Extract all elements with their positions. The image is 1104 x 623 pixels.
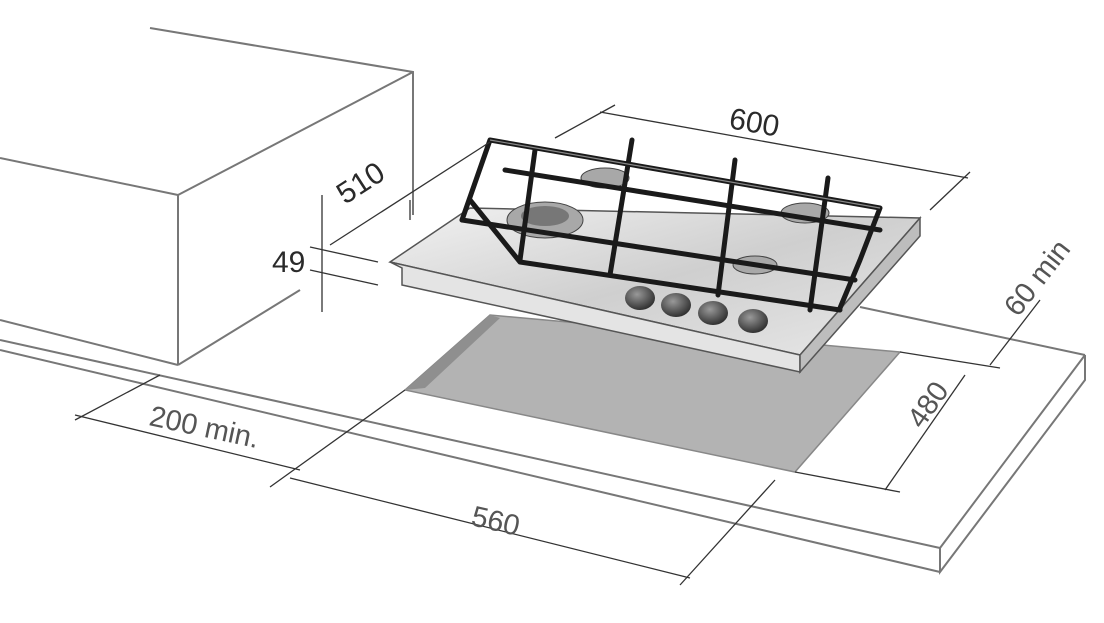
gas-hob — [388, 137, 922, 374]
label-510: 510 — [331, 156, 391, 211]
knob-icon — [698, 301, 728, 325]
wall-cabinet — [0, 27, 414, 366]
label-600: 600 — [727, 102, 782, 143]
label-60-min: 60 min — [998, 234, 1077, 322]
knob-icon — [738, 309, 768, 333]
knob-icon — [625, 286, 655, 310]
dimension-lines — [74, 104, 1041, 586]
label-560: 560 — [468, 501, 522, 543]
label-480: 480 — [902, 376, 956, 434]
control-knobs — [625, 286, 768, 333]
label-49: 49 — [272, 246, 305, 279]
countertop — [0, 306, 1086, 575]
pan-supports — [459, 137, 883, 313]
knob-icon — [661, 293, 691, 317]
